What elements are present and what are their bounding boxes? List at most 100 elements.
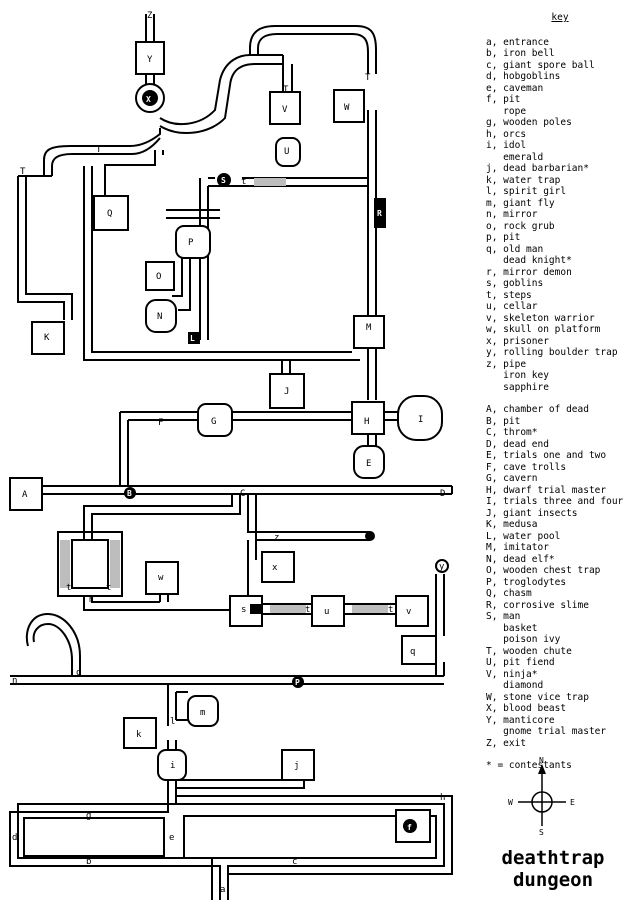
- label-J: J: [284, 387, 289, 397]
- legend-entry: k, water trap: [486, 174, 561, 186]
- label-A: A: [22, 490, 28, 500]
- legend-entry: dead knight*: [486, 255, 572, 266]
- label-V: V: [282, 105, 288, 115]
- legend-entry: T, wooden chute: [486, 645, 572, 657]
- circle-X-dot: [142, 90, 158, 106]
- room-N: [145, 299, 177, 333]
- label-w: w: [158, 573, 164, 583]
- legend-entry: rope: [486, 105, 527, 117]
- label-k: k: [136, 730, 142, 740]
- compass-s: S: [539, 828, 544, 836]
- legend-entry: emerald: [486, 151, 544, 163]
- legend-entry: N, dead elf*: [486, 553, 555, 565]
- legend-entry: v, skeleton warrior: [486, 312, 595, 324]
- label-l: l: [170, 717, 175, 727]
- legend-entry: a, entrance: [486, 36, 549, 48]
- label-N: N: [157, 312, 162, 322]
- legend-entry: o, rock grub: [486, 220, 555, 232]
- room-v: [395, 595, 429, 627]
- legend-entry: iron key: [486, 370, 549, 381]
- legend-entry: gnome trial master: [486, 726, 607, 737]
- slime-block: [374, 198, 386, 228]
- pipe-end: [365, 531, 375, 541]
- room-i: [157, 749, 187, 781]
- label-O: O: [156, 272, 161, 282]
- legend-entry: b, iron bell: [486, 48, 555, 59]
- label-z: z: [274, 533, 279, 543]
- legend-entry: M, imitator: [486, 542, 549, 553]
- map-title-line1: deathtrap: [501, 847, 605, 869]
- room-H: [351, 401, 385, 435]
- steps-strip-left: [270, 605, 306, 613]
- room-W: [333, 89, 365, 123]
- legend-entry: Q, chasm: [486, 588, 532, 599]
- compass-w: W: [508, 798, 513, 807]
- label-E: E: [366, 459, 371, 469]
- legend-entry: I, trials three and four: [486, 496, 624, 507]
- legend-entry: W, stone vice trap: [486, 691, 589, 703]
- legend-entry: O, wooden chest trap: [486, 565, 601, 576]
- legend-entry: f, pit: [486, 94, 521, 105]
- room-K: [31, 321, 65, 355]
- label-B: B: [127, 489, 132, 498]
- label-C: C: [240, 489, 245, 499]
- label-W: W: [344, 103, 350, 113]
- legend-entry: J, giant insects: [486, 507, 578, 519]
- label-D: D: [440, 489, 445, 499]
- steps-strip-top: [254, 178, 286, 186]
- label-e: e: [169, 833, 174, 843]
- legend-entry: U, pit fiend: [486, 657, 555, 668]
- label-K: K: [44, 333, 50, 343]
- room-E: [353, 445, 385, 479]
- legend-entry: j, dead barbarian*: [486, 163, 589, 174]
- label-X: X: [146, 95, 151, 104]
- legend-entry: S, man: [486, 611, 521, 622]
- circle-B: [124, 487, 136, 499]
- legend-entry: C, throm*: [486, 427, 538, 438]
- room-P: [175, 225, 211, 259]
- steps-strip-loop-right: [110, 540, 120, 588]
- legend-entry: diamond: [486, 680, 544, 691]
- legend-entry: D, dead end: [486, 438, 549, 450]
- legend-entry: i, idol: [486, 140, 527, 151]
- label-T-top: T: [283, 85, 289, 95]
- legend-entry: q, old man: [486, 243, 544, 255]
- label-d: d: [12, 833, 17, 843]
- legend-entry: sapphire: [486, 381, 549, 393]
- room-w: [145, 561, 179, 595]
- label-T-right: T: [365, 73, 371, 83]
- label-y: y: [439, 562, 445, 572]
- labels: Z Y X T T T T V W U S t R Q P O N L M K …: [12, 11, 445, 895]
- label-Y: Y: [147, 55, 153, 65]
- room-U: [275, 137, 301, 167]
- room-Q: [93, 195, 129, 231]
- room-J: [269, 373, 305, 409]
- room-A: [9, 477, 43, 511]
- room-u: [311, 595, 345, 627]
- legend-entry: p, pit: [486, 232, 521, 243]
- label-m: m: [200, 708, 205, 718]
- legend-entry: H, dwarf trial master: [486, 484, 607, 496]
- legend-entry: w, skull on platform: [486, 324, 601, 335]
- label-U: U: [284, 147, 289, 157]
- label-n: n: [12, 676, 17, 686]
- legend-entry: K, medusa: [486, 519, 538, 530]
- label-b: b: [86, 857, 91, 867]
- legend-entry: E, trials one and two: [486, 450, 607, 461]
- legend-entry: B, pit: [486, 415, 521, 427]
- label-P-pit: P: [295, 678, 300, 687]
- label-f: f: [407, 823, 412, 832]
- label-t-mid-right: t: [388, 605, 393, 615]
- legend-entry: basket: [486, 622, 538, 634]
- label-c: c: [292, 857, 297, 867]
- room-x: [261, 551, 295, 583]
- label-H: H: [364, 417, 369, 427]
- legend-entry: d, hobgoblins: [486, 71, 561, 82]
- legend-heading: key: [551, 12, 569, 23]
- corridors: [9, 14, 453, 900]
- legend-entry: A, chamber of dead: [486, 404, 589, 415]
- goblin-block: [250, 604, 262, 614]
- label-q: q: [410, 647, 415, 657]
- label-P-room: P: [188, 238, 194, 248]
